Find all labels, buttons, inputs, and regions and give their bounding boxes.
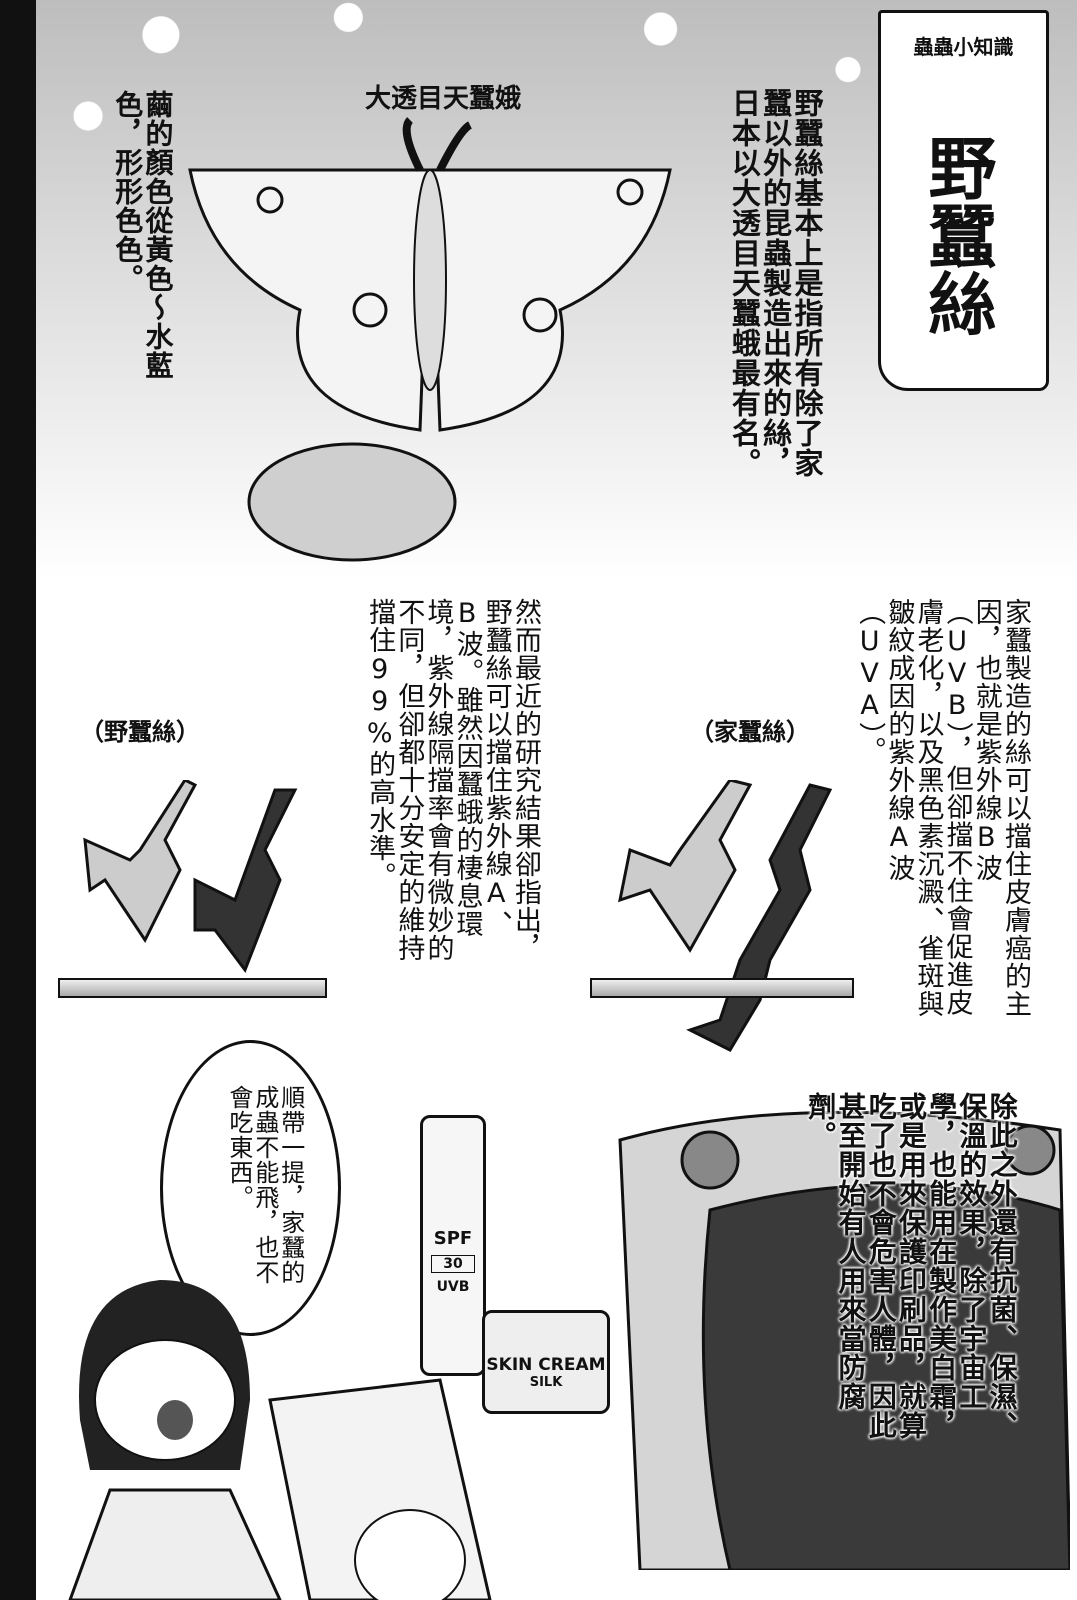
bottle-number: 30 bbox=[431, 1255, 475, 1273]
bottle-sub: UVB bbox=[436, 1279, 470, 1295]
wild-silk-uv-diagram bbox=[83, 780, 298, 974]
speech-bubble-text: 順帶一提，家蠶的成蟲不能飛，也不會吃東西。 bbox=[224, 1085, 305, 1285]
wild-silk-text: 然而最近的研究結果卻指出，野蠶絲可以擋住紫外線A、B波。雖然因蠶蛾的棲息環境，紫… bbox=[364, 598, 541, 962]
space-helmet-illustration bbox=[618, 1110, 1070, 1570]
wild-silk-label: （野蠶絲） bbox=[80, 718, 200, 746]
domestic-silk-surface bbox=[590, 978, 854, 998]
moth-label: 大透目天蠶娥 bbox=[365, 84, 522, 114]
skin-cream-jar: SKIN CREAM SILK bbox=[482, 1310, 610, 1414]
intro-text: 野蠶絲基本上是指所有除了家蠶以外的昆蟲製造出來的絲，日本以大透目天蠶蛾最有名。 bbox=[727, 88, 824, 478]
bottle-brand: SPF bbox=[433, 1228, 473, 1249]
wild-silk-surface bbox=[58, 978, 327, 998]
page-border bbox=[0, 0, 36, 1600]
domestic-silk-text: 家蠶製造的絲可以擋住皮膚癌的主因，也就是紫外線B波（UVB），但卻擋不住會促進皮… bbox=[854, 598, 1031, 1018]
info-box: 蟲蟲小知識 野蠶絲 bbox=[878, 10, 1049, 391]
cocoon-color-text: 繭的顏色從黃色～水藍色，形形色色。 bbox=[111, 90, 175, 380]
info-box-title: 野蠶絲 bbox=[916, 133, 995, 337]
characters-illustration bbox=[68, 1280, 492, 1600]
domestic-silk-uv-diagram bbox=[618, 780, 833, 1052]
helmet-text: 除此之外還有抗菌、保濕、保溫的效果，除了宇宙工學，也能用在製作美白霜，或是用來保… bbox=[804, 1092, 1019, 1440]
info-box-kicker: 蟲蟲小知識 bbox=[913, 35, 1014, 59]
jar-sub: SILK bbox=[529, 1375, 563, 1390]
jar-label: SKIN CREAM bbox=[486, 1355, 606, 1375]
domestic-silk-label: （家蠶絲） bbox=[690, 718, 810, 746]
moth-illustration bbox=[188, 117, 672, 432]
sunscreen-bottle: SPF 30 UVB bbox=[420, 1115, 486, 1376]
cocoon-illustration bbox=[247, 442, 457, 562]
